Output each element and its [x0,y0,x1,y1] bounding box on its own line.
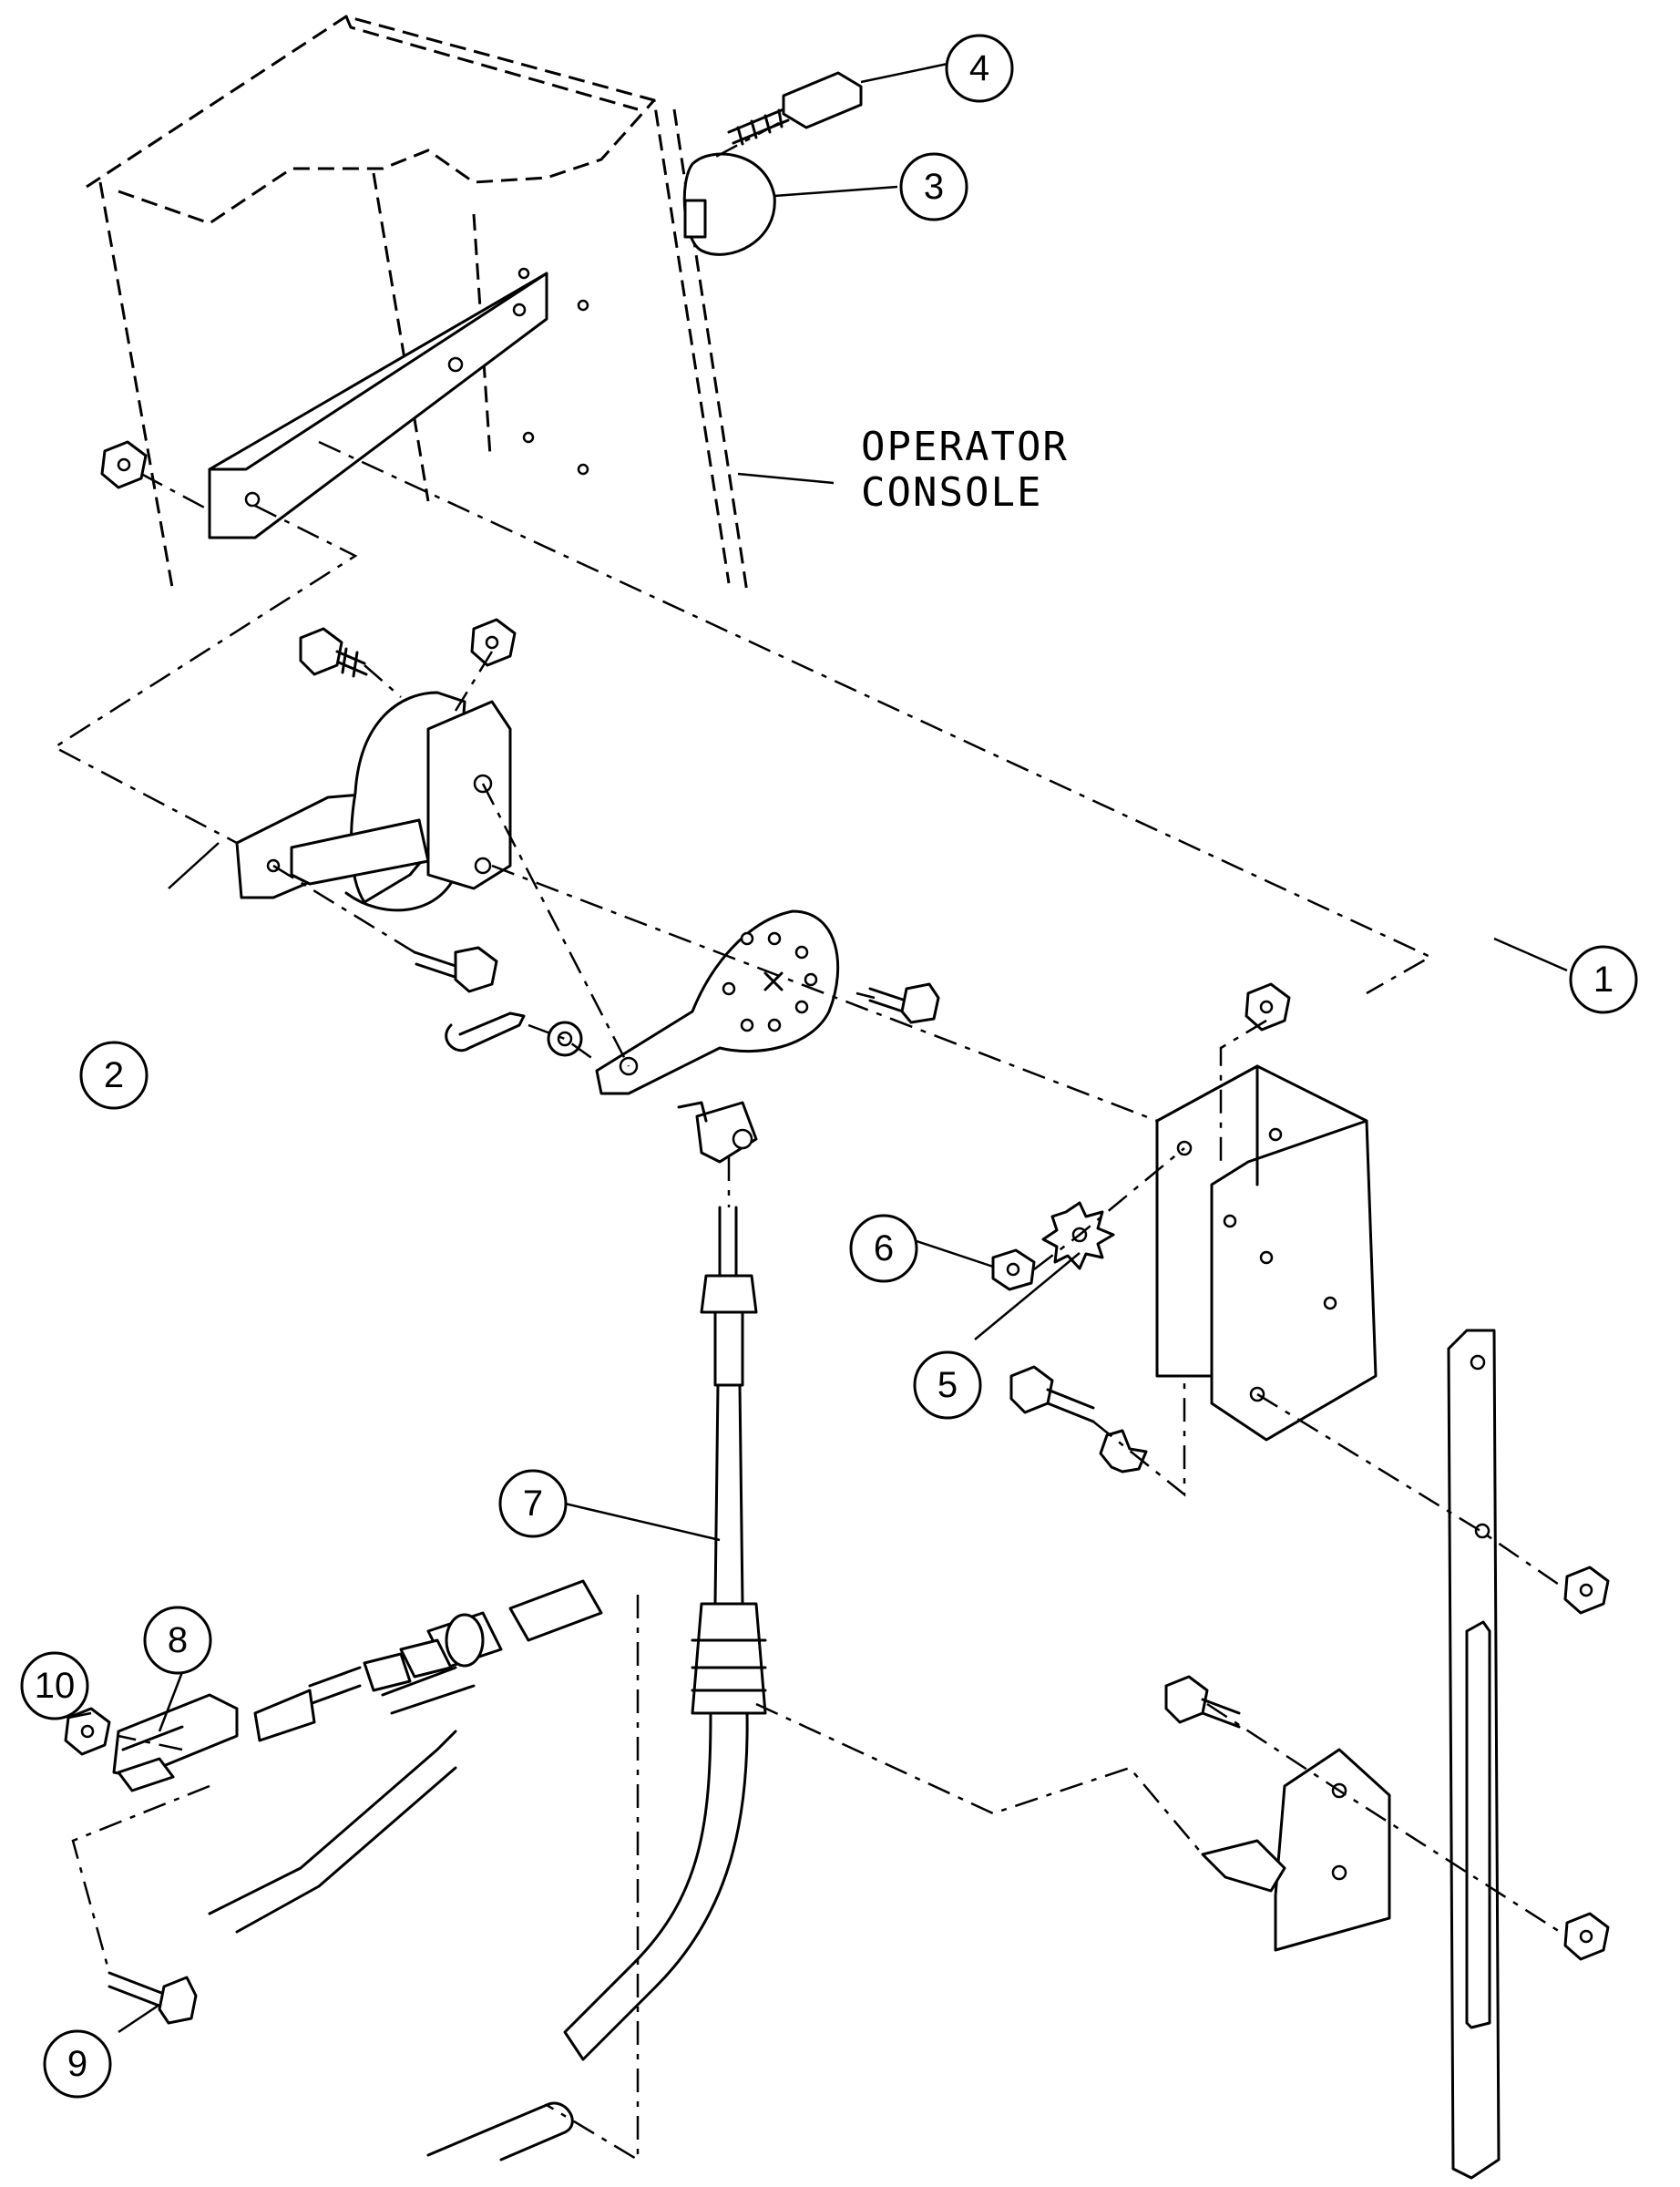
callout-number: 2 [104,1055,124,1095]
throttle-housing [235,691,512,912]
label-line-2: CONSOLE [861,469,1042,516]
bolt-lever [868,982,940,1024]
callout-1: 1 [1569,945,1638,1014]
mounting-bar [208,272,548,539]
star-washer-lower [1099,1429,1148,1473]
callout-4: 4 [945,34,1014,103]
nut-strap-lower [1563,1912,1610,1961]
callout-number: 5 [937,1365,958,1405]
knob [682,152,776,256]
operator-console-outline [86,15,749,593]
callout-2: 2 [79,1041,149,1110]
bolt-9 [108,1971,198,2025]
operator-console-label: OPERATOR CONSOLE [861,424,1069,516]
bolt-lower-bracket [1164,1675,1241,1729]
throttle-lever-plate [595,909,840,1095]
leader-lines [67,62,1568,2034]
bracket [1155,1064,1378,1442]
cable-swivel [677,1101,758,1164]
nut-10 [64,1707,111,1756]
bolt-housing-bottom [413,946,498,993]
nut-console-left [100,440,148,489]
callout-number: 6 [874,1228,894,1268]
nut-housing-top [470,618,517,667]
bolt-housing-top [299,627,368,678]
callout-3: 3 [899,152,968,221]
bolt-top [727,71,863,146]
control-cable [426,1206,767,2161]
nut-6 [991,1248,1036,1291]
console-holes [517,267,589,476]
callout-number: 7 [523,1484,543,1524]
callout-number: 8 [168,1620,188,1660]
callout-5: 5 [913,1350,982,1420]
callout-number: 10 [35,1666,76,1706]
callout-6: 6 [849,1214,918,1283]
lower-bracket [1201,1748,1391,1952]
clevis-8 [112,1693,239,1792]
callout-7: 7 [498,1469,568,1538]
callout-number: 1 [1593,960,1613,1000]
label-line-1: OPERATOR [861,424,1069,470]
assembly-lines [52,121,1568,2162]
callout-10: 10 [20,1651,89,1720]
nut-bracket-top [1245,982,1291,1032]
cotter-pin [445,1011,526,1052]
washer [547,1021,583,1057]
callout-number: 3 [924,167,944,207]
callout-number: 4 [969,48,989,88]
nut-strap-upper [1563,1566,1610,1615]
callout-8: 8 [143,1606,212,1675]
slotted-strap [1447,1329,1501,2180]
callout-9: 9 [43,2029,112,2099]
cable-end-assembly [208,1579,603,1934]
bolt-bracket-lower [1009,1365,1095,1423]
callout-number: 9 [67,2044,87,2084]
